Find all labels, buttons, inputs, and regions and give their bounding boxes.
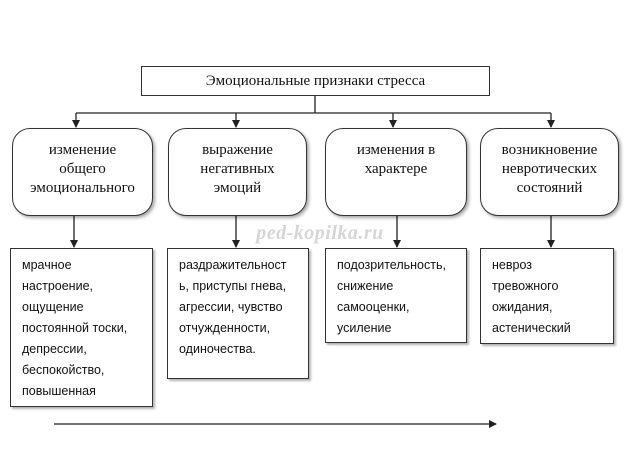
- category-emotional-change: изменение общего эмоционального: [12, 128, 153, 216]
- detail-emotional-change: мрачное настроение, ощущение постоянной …: [10, 248, 153, 407]
- detail-negative-emotions: раздражительност ь, приступы гнева, агре…: [167, 248, 309, 379]
- category-negative-emotions: выражение негативных эмоций: [168, 128, 307, 216]
- detail-neurotic-states: невроз тревожного ожидания, астенический: [480, 248, 614, 344]
- category-neurotic-states: возникновение невротических состояний: [480, 128, 619, 216]
- category-character-change: изменения в характере: [325, 128, 467, 216]
- watermark: ped-kopilka.ru: [256, 222, 384, 244]
- diagram-title: Эмоциональные признаки стресса: [141, 66, 490, 96]
- detail-character-change: подозрительность, снижение самооценки, у…: [325, 248, 467, 343]
